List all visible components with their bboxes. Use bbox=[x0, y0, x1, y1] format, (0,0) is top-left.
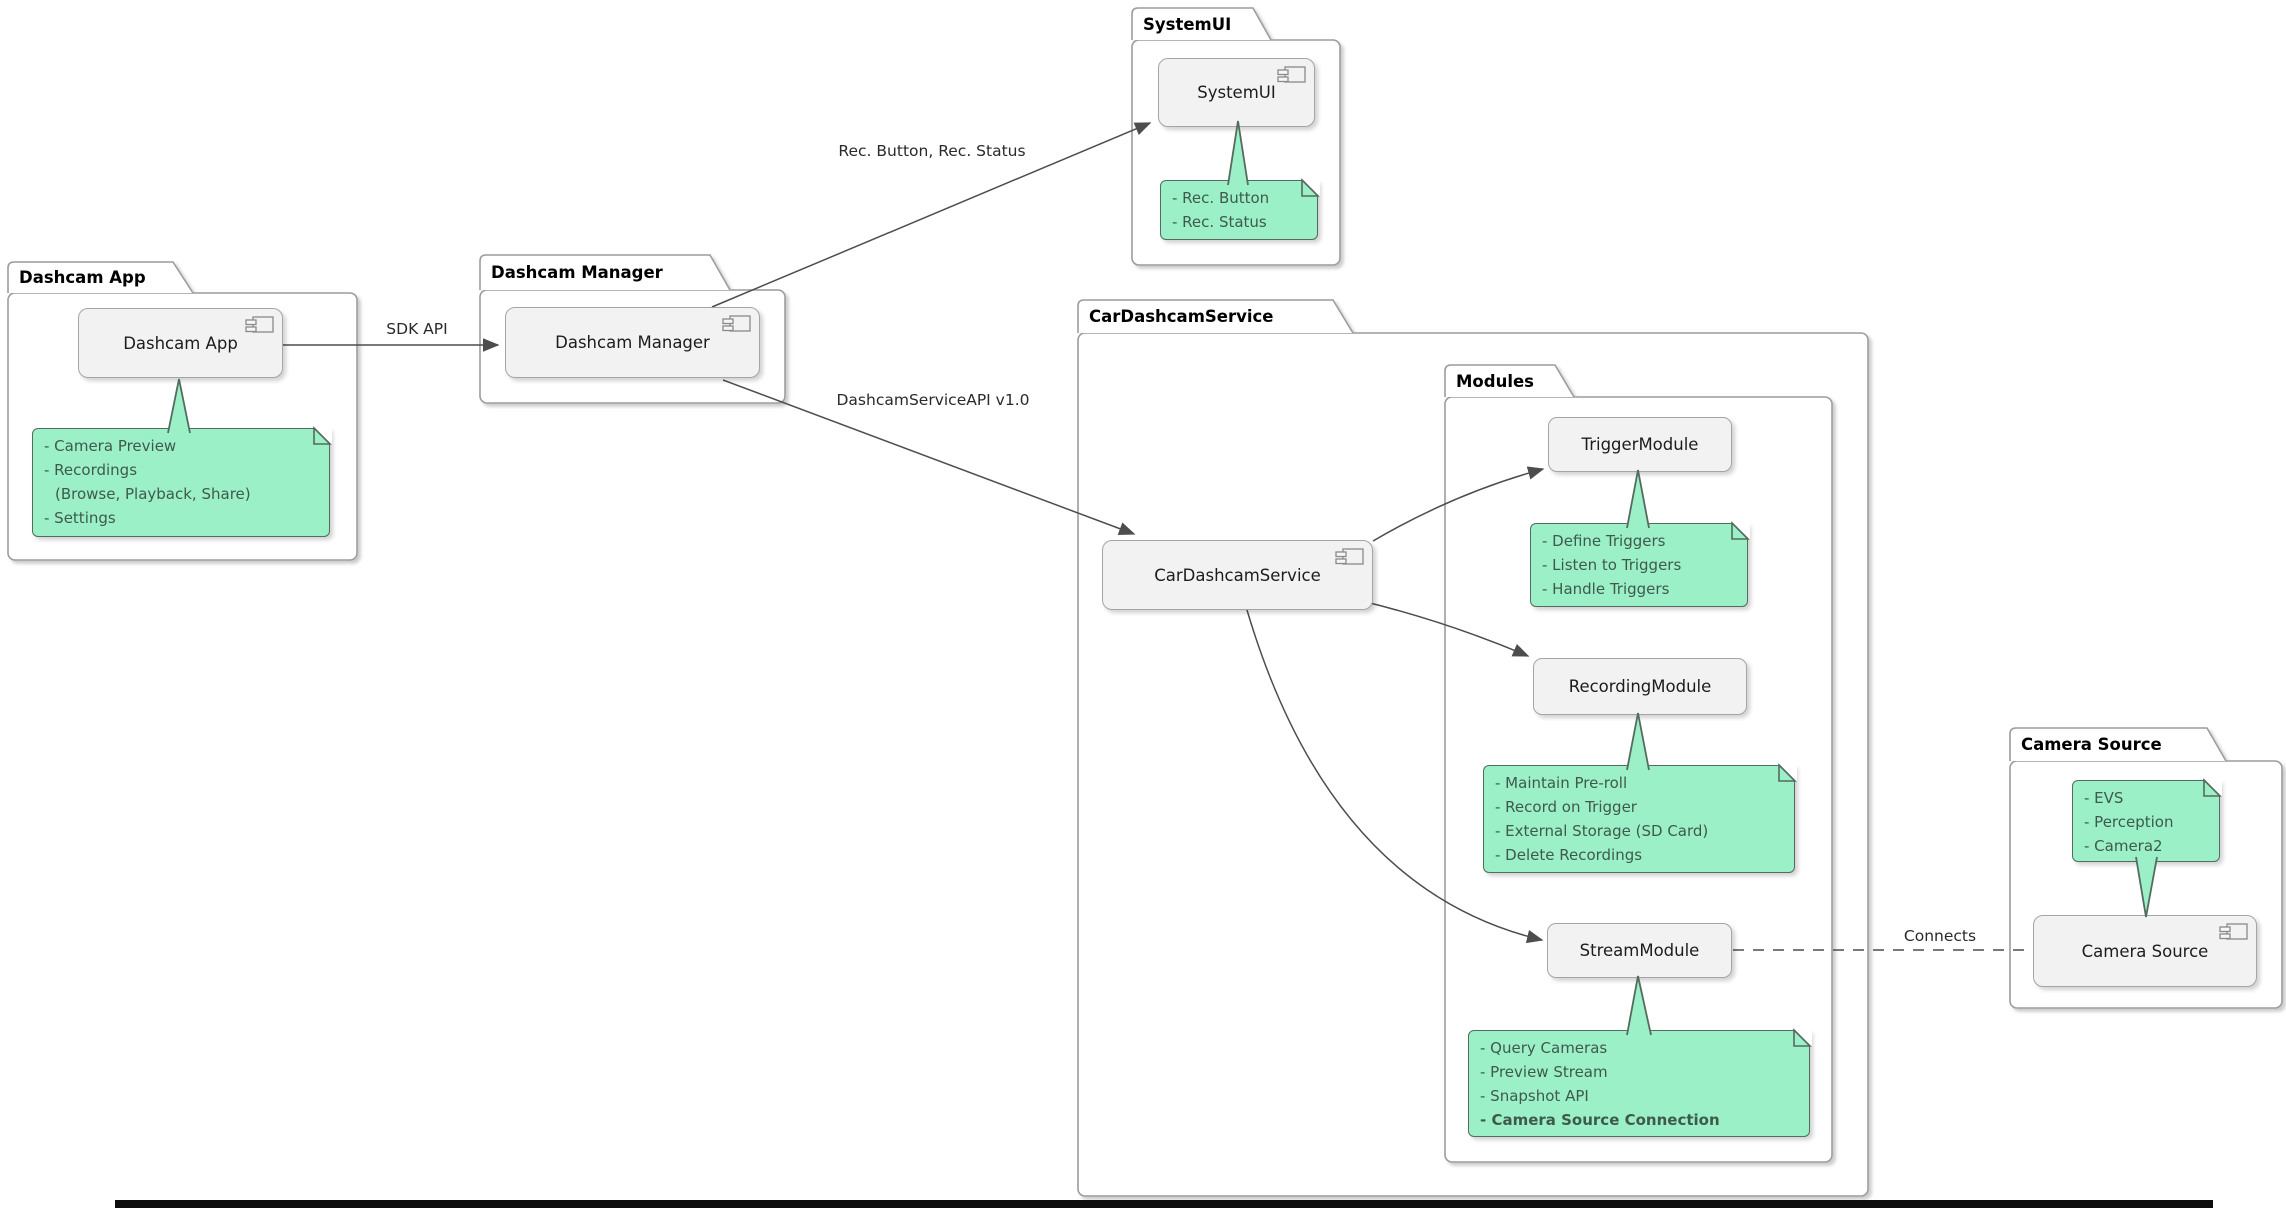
component-dashcam-app: Dashcam App bbox=[78, 308, 283, 378]
component-icon bbox=[1276, 66, 1306, 87]
note-line: - Query Cameras bbox=[1480, 1039, 1608, 1057]
package-title-cardashcamservice: CarDashcamService bbox=[1089, 307, 1274, 326]
edge-label-rec-button-status: Rec. Button, Rec. Status bbox=[838, 142, 1026, 160]
component-label: RecordingModule bbox=[1568, 677, 1712, 696]
note-stream-module-features: - Query Cameras - Preview Stream - Snaps… bbox=[1468, 1030, 1810, 1137]
note-line: - External Storage (SD Card) bbox=[1495, 822, 1709, 840]
component-icon bbox=[244, 316, 274, 337]
note-line: - Preview Stream bbox=[1480, 1063, 1608, 1081]
component-icon bbox=[2218, 923, 2248, 944]
package-title-camera-source: Camera Source bbox=[2021, 735, 2162, 754]
component-icon bbox=[1334, 548, 1364, 569]
component-trigger-module: TriggerModule bbox=[1548, 417, 1732, 472]
edge-label-dashcam-service-api: DashcamServiceAPI v1.0 bbox=[836, 391, 1030, 409]
note-line: - Maintain Pre-roll bbox=[1495, 774, 1628, 792]
bottom-divider-bar bbox=[115, 1200, 2213, 1208]
note-line: - Camera Preview bbox=[44, 437, 177, 455]
note-trigger-module-features: - Define Triggers - Listen to Triggers -… bbox=[1530, 523, 1748, 607]
component-dashcam-manager: Dashcam Manager bbox=[505, 307, 760, 378]
note-line: - Rec. Status bbox=[1172, 213, 1267, 231]
note-line: - Handle Triggers bbox=[1542, 580, 1670, 598]
component-label: TriggerModule bbox=[1581, 435, 1699, 454]
component-icon bbox=[721, 315, 751, 336]
component-label: Camera Source bbox=[2081, 941, 2209, 961]
note-dashcam-app-features: - Camera Preview - Recordings (Browse, P… bbox=[32, 428, 330, 537]
package-title-modules: Modules bbox=[1456, 371, 1534, 391]
component-camera-source: Camera Source bbox=[2033, 915, 2257, 987]
component-cardashcamservice: CarDashcamService bbox=[1102, 540, 1373, 610]
note-line: - Snapshot API bbox=[1480, 1087, 1589, 1105]
component-recording-module: RecordingModule bbox=[1533, 658, 1747, 715]
package-title-systemui: SystemUI bbox=[1143, 14, 1232, 34]
note-line: - Camera Source Connection bbox=[1480, 1111, 1720, 1129]
note-line: - Settings bbox=[44, 509, 116, 527]
note-recording-module-features: - Maintain Pre-roll - Record on Trigger … bbox=[1483, 765, 1795, 873]
component-label: StreamModule bbox=[1579, 941, 1700, 960]
note-line: (Browse, Playback, Share) bbox=[55, 485, 251, 503]
edge-to-recording-module bbox=[1361, 600, 1530, 657]
note-line: - EVS bbox=[2084, 789, 2124, 807]
note-line: - Record on Trigger bbox=[1495, 798, 1637, 816]
note-line: - Rec. Button bbox=[1172, 189, 1270, 207]
component-label: Dashcam App bbox=[123, 333, 238, 353]
note-line: - Perception bbox=[2084, 813, 2174, 831]
edge-to-trigger-module bbox=[1372, 466, 1545, 542]
edge-label-sdk-api: SDK API bbox=[386, 320, 448, 338]
note-line: - Camera2 bbox=[2084, 837, 2163, 855]
note-camera-source-features: - EVS - Perception - Camera2 bbox=[2072, 780, 2220, 862]
component-systemui: SystemUI bbox=[1158, 58, 1315, 127]
note-line: - Define Triggers bbox=[1542, 532, 1666, 550]
component-stream-module: StreamModule bbox=[1547, 923, 1732, 978]
edge-label-connects: Connects bbox=[1903, 927, 1977, 945]
package-title-dashcam-manager: Dashcam Manager bbox=[491, 263, 663, 282]
component-label: SystemUI bbox=[1197, 83, 1276, 102]
component-label: Dashcam Manager bbox=[555, 333, 710, 352]
note-line: - Recordings bbox=[44, 461, 138, 479]
note-line: - Listen to Triggers bbox=[1542, 556, 1682, 574]
note-systemui-features: - Rec. Button - Rec. Status bbox=[1160, 180, 1318, 240]
package-title-dashcam-app: Dashcam App bbox=[19, 268, 146, 287]
note-line: - Delete Recordings bbox=[1495, 846, 1643, 864]
component-label: CarDashcamService bbox=[1154, 565, 1321, 585]
